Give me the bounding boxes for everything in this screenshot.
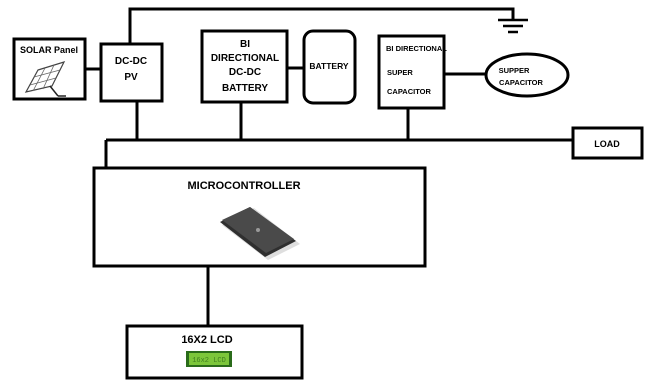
dcdc-battery-line2: DIRECTIONAL bbox=[211, 53, 279, 64]
supper-capacitor-block: SUPPER CAPACITOR bbox=[486, 54, 568, 96]
supercap-line1: BI DIRECTIONAL bbox=[386, 44, 447, 53]
dcdc-pv-block: DC-DC PV bbox=[101, 44, 162, 101]
lcd-label: 16X2 LCD bbox=[181, 334, 232, 346]
microcontroller-label: MICROCONTROLLER bbox=[187, 180, 300, 192]
dcdc-pv-line1: DC-DC bbox=[115, 56, 147, 67]
dcdc-battery-line4: BATTERY bbox=[222, 83, 268, 94]
load-block: LOAD bbox=[573, 128, 642, 158]
lcd-screen-text: 16x2 LCD bbox=[192, 357, 226, 365]
load-label: LOAD bbox=[594, 139, 620, 149]
dcdc-battery-line3: DC-DC bbox=[229, 67, 261, 78]
supper-capacitor-line1: SUPPER bbox=[499, 66, 530, 75]
supercap-line3: CAPACITOR bbox=[387, 87, 431, 96]
dcdc-pv-line2: PV bbox=[124, 72, 138, 83]
ground-icon bbox=[498, 20, 528, 32]
supper-capacitor-line2: CAPACITOR bbox=[499, 78, 543, 87]
supercap-line2: SUPER bbox=[387, 68, 413, 77]
lcd-screen-icon: 16x2 LCD bbox=[186, 351, 232, 367]
solar-panel-label: SOLAR Panel bbox=[20, 45, 78, 55]
battery-label: BATTERY bbox=[309, 61, 349, 71]
bidirectional-super-capacitor-block: BI DIRECTIONAL SUPER CAPACITOR bbox=[379, 36, 447, 108]
bidirectional-dcdc-battery-block: BI DIRECTIONAL DC-DC BATTERY bbox=[202, 31, 287, 102]
dcdc-battery-line1: BI bbox=[240, 39, 250, 50]
microcontroller-block: MICROCONTROLLER bbox=[94, 168, 425, 266]
lcd-block: 16X2 LCD 16x2 LCD bbox=[127, 326, 302, 378]
solar-panel-block: SOLAR Panel bbox=[14, 39, 85, 99]
battery-block: BATTERY bbox=[304, 31, 355, 103]
